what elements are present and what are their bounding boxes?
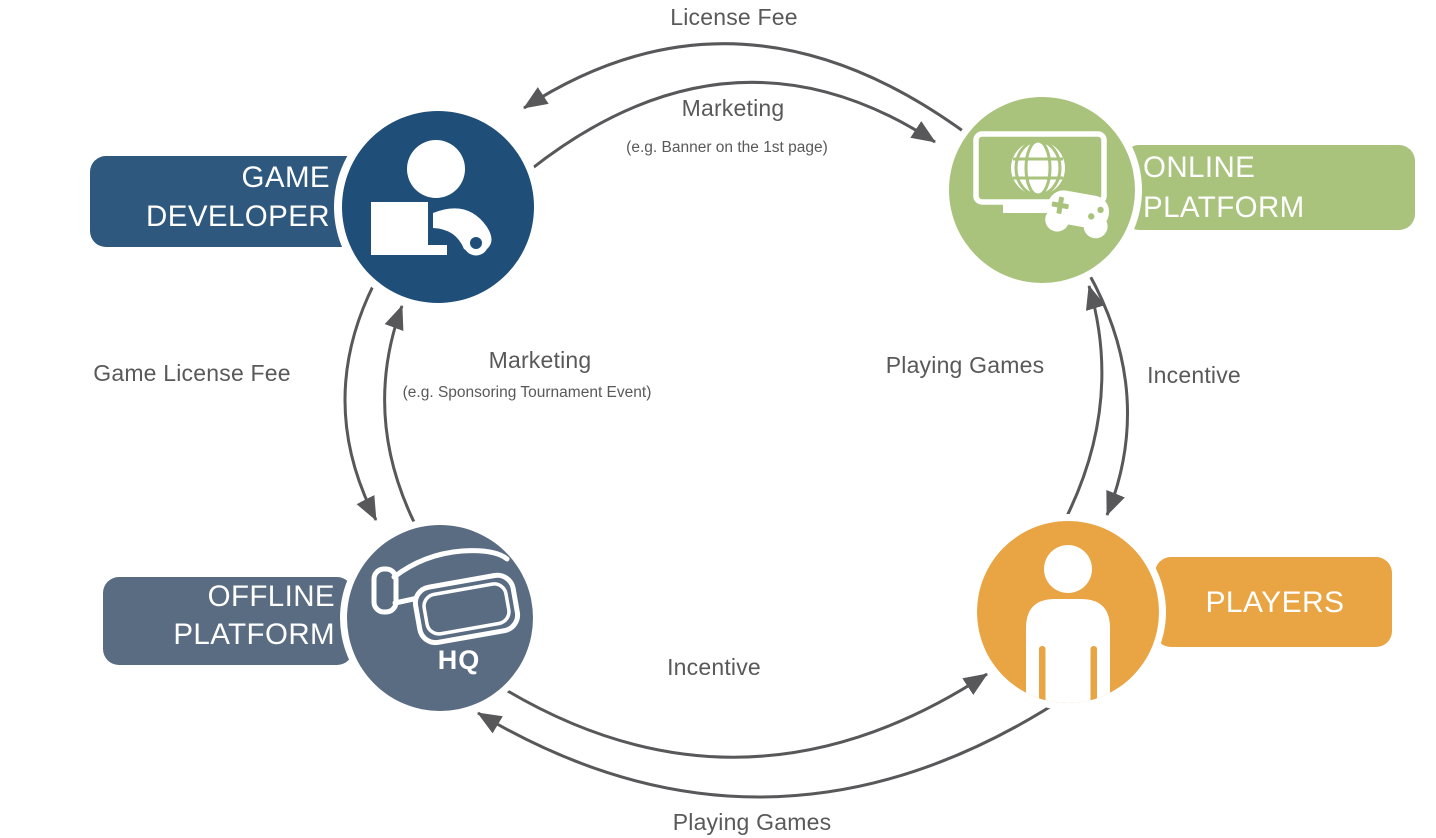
arrow-license-fee <box>523 42 989 152</box>
game-developer-label: GAME DEVELOPER <box>90 158 330 236</box>
game-developer-label-line1: GAME <box>241 161 330 194</box>
online-platform-label: ONLINE PLATFORM <box>1143 148 1305 228</box>
online-platform-pill <box>1123 145 1415 230</box>
label-playing-games-online: Playing Games <box>885 352 1045 378</box>
node-offline-platform <box>103 518 540 718</box>
gamepad-icon <box>1045 190 1110 239</box>
sublabel-marketing-offline: (e.g. Sponsoring Tournament Event) <box>402 384 652 401</box>
online-platform-label-line1: ONLINE <box>1143 151 1256 184</box>
offline-platform-label-line1: OFFLINE <box>207 580 335 613</box>
label-marketing-online: Marketing <box>681 95 785 121</box>
game-developer-circle <box>342 111 534 303</box>
arrow-playing-games-online <box>1062 285 1106 523</box>
flow-arrows <box>343 42 1130 799</box>
person-icon <box>1026 545 1110 703</box>
offline-platform-label-line2: PLATFORM <box>173 618 335 651</box>
game-developer-pill <box>90 156 362 247</box>
arrow-incentive-offline <box>505 672 988 759</box>
label-marketing-offline: Marketing <box>488 347 592 373</box>
label-playing-games-offline: Playing Games <box>672 809 832 835</box>
arrow-game-license-fee <box>383 305 416 523</box>
players-label: PLAYERS <box>1205 586 1345 619</box>
arrow-marketing-offline <box>343 283 378 521</box>
hq-label: HQ <box>437 645 481 675</box>
globe-lines <box>1013 139 1063 197</box>
label-game-license-fee: Game License Fee <box>93 360 291 386</box>
sublabel-marketing-online: (e.g. Banner on the 1st page) <box>626 139 828 156</box>
node-game-developer <box>90 103 542 311</box>
offline-platform-pill <box>103 577 353 665</box>
arrow-playing-games-offline <box>477 692 1071 799</box>
node-players <box>970 514 1392 710</box>
monitor-globe-gamepad-icon <box>973 131 1110 239</box>
label-license-fee: License Fee <box>670 4 798 30</box>
players-pill <box>1155 557 1392 647</box>
label-incentive-online: Incentive <box>1147 362 1241 388</box>
label-incentive-offline: Incentive <box>667 654 761 680</box>
game-developer-label-line2: DEVELOPER <box>146 200 330 233</box>
node-online-platform <box>942 90 1415 290</box>
arrow-marketing-online <box>529 80 936 172</box>
offline-platform-label: OFFLINE PLATFORM <box>93 578 335 654</box>
arrow-incentive-online <box>1086 271 1130 516</box>
online-platform-label-line2: PLATFORM <box>1143 191 1305 224</box>
vr-headset-icon <box>371 548 521 646</box>
developer-at-computer-icon <box>371 140 492 256</box>
